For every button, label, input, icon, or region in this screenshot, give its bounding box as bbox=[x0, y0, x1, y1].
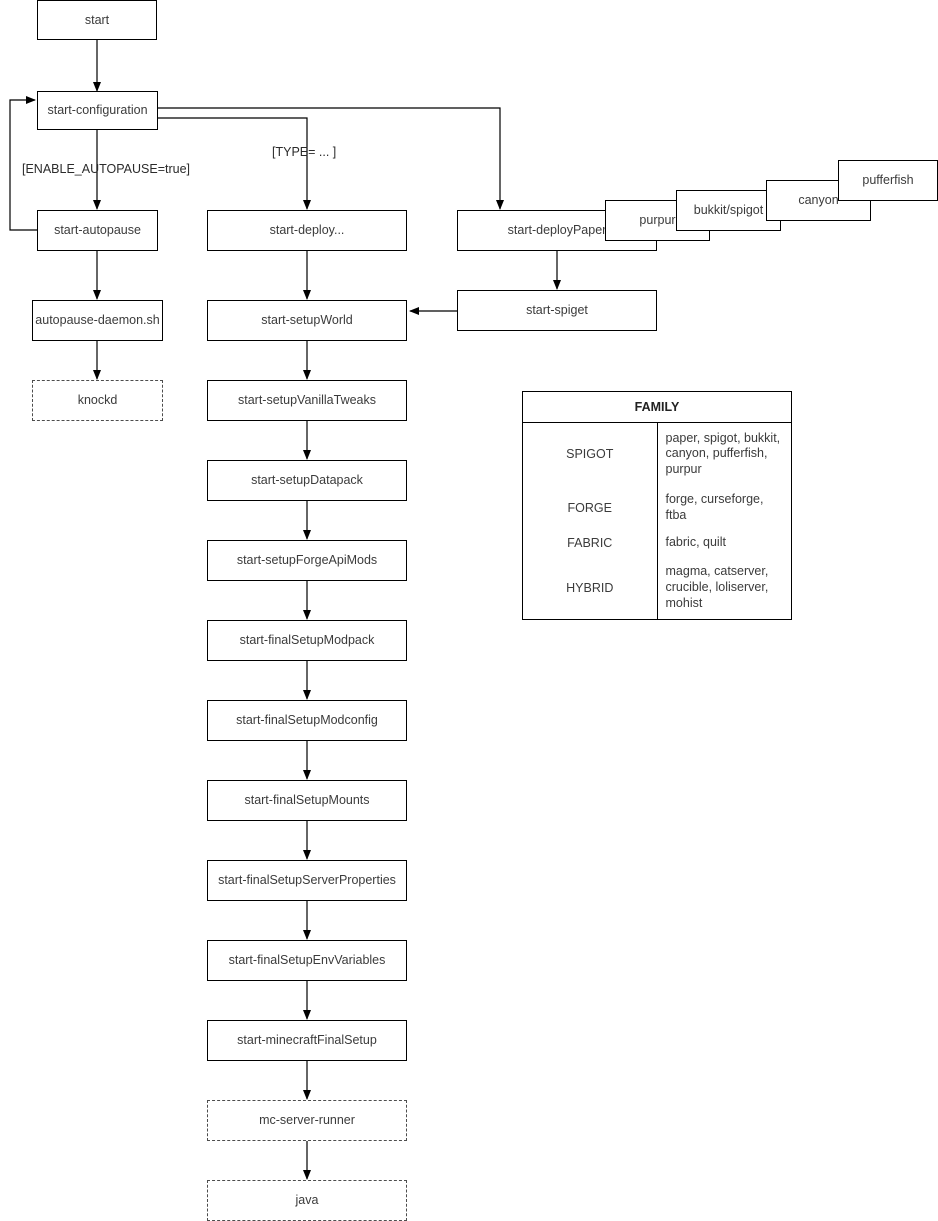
node-knockd[interactable]: knockd bbox=[32, 380, 163, 421]
family-legend-header: FAMILY bbox=[523, 392, 791, 423]
table-row: HYBRID magma, catserver, crucible, lolis… bbox=[523, 556, 791, 619]
family-name-spigot: SPIGOT bbox=[523, 422, 658, 486]
node-start-setup-datapack[interactable]: start-setupDatapack bbox=[207, 460, 407, 501]
family-members-fabric: fabric, quilt bbox=[665, 535, 726, 550]
table-row: SPIGOT paper, spigot, bukkit, canyon, pu… bbox=[523, 422, 791, 486]
node-mc-server-runner[interactable]: mc-server-runner bbox=[207, 1100, 407, 1141]
node-java[interactable]: java bbox=[207, 1180, 407, 1221]
node-start-autopause[interactable]: start-autopause bbox=[37, 210, 158, 251]
node-start-setup-vanilla-tweaks[interactable]: start-setupVanillaTweaks bbox=[207, 380, 407, 421]
node-start-setup-world[interactable]: start-setupWorld bbox=[207, 300, 407, 341]
family-name-hybrid: HYBRID bbox=[523, 556, 658, 619]
edge-configuration-to-deploy bbox=[158, 117, 311, 210]
edge-configuration-to-deploypaper bbox=[158, 107, 504, 210]
node-start-final-setup-server-properties[interactable]: start-finalSetupServerProperties bbox=[207, 860, 407, 901]
node-start-setup-forge-api-mods[interactable]: start-setupForgeApiMods bbox=[207, 540, 407, 581]
node-bukkit-spigot[interactable]: bukkit/spigot bbox=[676, 190, 781, 231]
node-start-spiget[interactable]: start-spiget bbox=[457, 290, 657, 331]
family-legend: FAMILY SPIGOT paper, spigot, bukkit, can… bbox=[522, 391, 792, 620]
edge-autopause-loop-back bbox=[9, 96, 37, 231]
table-row: FORGE forge, curseforge, ftba bbox=[523, 485, 791, 530]
family-name-forge: FORGE bbox=[523, 485, 658, 530]
edge-label-type: [TYPE= ... ] bbox=[272, 145, 337, 159]
node-start-final-setup-mounts[interactable]: start-finalSetupMounts bbox=[207, 780, 407, 821]
family-name-fabric: FABRIC bbox=[523, 529, 658, 557]
node-pufferfish[interactable]: pufferfish bbox=[838, 160, 938, 201]
table-row: FABRIC fabric, quilt bbox=[523, 529, 791, 557]
node-start-configuration[interactable]: start-configuration bbox=[37, 91, 158, 130]
family-members-spigot: paper, spigot, bukkit, canyon, pufferfis… bbox=[665, 430, 781, 476]
node-start-final-setup-modpack[interactable]: start-finalSetupModpack bbox=[207, 620, 407, 661]
node-start-deploy[interactable]: start-deploy... bbox=[207, 210, 407, 251]
node-start-final-setup-modconfig[interactable]: start-finalSetupModconfig bbox=[207, 700, 407, 741]
family-members-forge: forge, curseforge, ftba bbox=[665, 491, 764, 522]
family-legend-header-row: FAMILY bbox=[523, 392, 791, 423]
family-members-hybrid: magma, catserver, crucible, loliserver, … bbox=[665, 564, 769, 610]
node-start-final-setup-env-variables[interactable]: start-finalSetupEnvVariables bbox=[207, 940, 407, 981]
family-legend-table: FAMILY SPIGOT paper, spigot, bukkit, can… bbox=[523, 392, 791, 619]
node-autopause-daemon-sh[interactable]: autopause-daemon.sh bbox=[32, 300, 163, 341]
node-start[interactable]: start bbox=[37, 0, 157, 40]
node-start-minecraft-final-setup[interactable]: start-minecraftFinalSetup bbox=[207, 1020, 407, 1061]
edge-label-enable-autopause: [ENABLE_AUTOPAUSE=true] bbox=[22, 162, 191, 176]
